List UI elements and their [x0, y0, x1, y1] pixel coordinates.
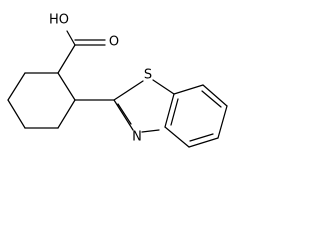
carbonyl-oxygen-label: O: [109, 35, 119, 50]
s-c7a-bond: [152, 79, 175, 95]
benzene-bond: [164, 126, 190, 148]
structure-canvas: HO O S N: [7, 13, 228, 148]
benzene-inner-double-bond: [170, 98, 179, 126]
carboxyl-carbon-bond: [57, 44, 76, 74]
n-c2-double-bond-inner: [117, 103, 132, 125]
n-c2-bond: [113, 99, 134, 131]
ring-bond: [57, 99, 76, 129]
chemical-structure: HO O S N: [7, 13, 228, 148]
benzene-bond: [217, 105, 228, 139]
sulfur-label: S: [144, 68, 152, 83]
benzene-ring: [164, 84, 228, 148]
ring-bond: [57, 72, 76, 101]
c3a-n-bond: [141, 129, 160, 133]
c7a-c3a-bond: [164, 93, 175, 128]
c2-s-bond: [113, 80, 144, 101]
nitrogen-label: N: [132, 130, 142, 145]
cyclohexane-ring: [7, 72, 76, 129]
benzene-inner-double-bond: [189, 133, 214, 142]
benzene-bond: [202, 84, 228, 107]
benzene-bond: [188, 137, 219, 148]
ring-bond: [7, 72, 26, 101]
carboxylic-acid-group: HO O: [49, 13, 119, 74]
benzene-inner-double-bond: [201, 90, 222, 108]
c-oh-bond: [66, 30, 76, 46]
thiazole-ring: S N: [113, 68, 175, 145]
ring-bond: [7, 99, 26, 129]
hydroxyl-label: HO: [49, 13, 69, 28]
benzene-bond: [173, 84, 204, 95]
